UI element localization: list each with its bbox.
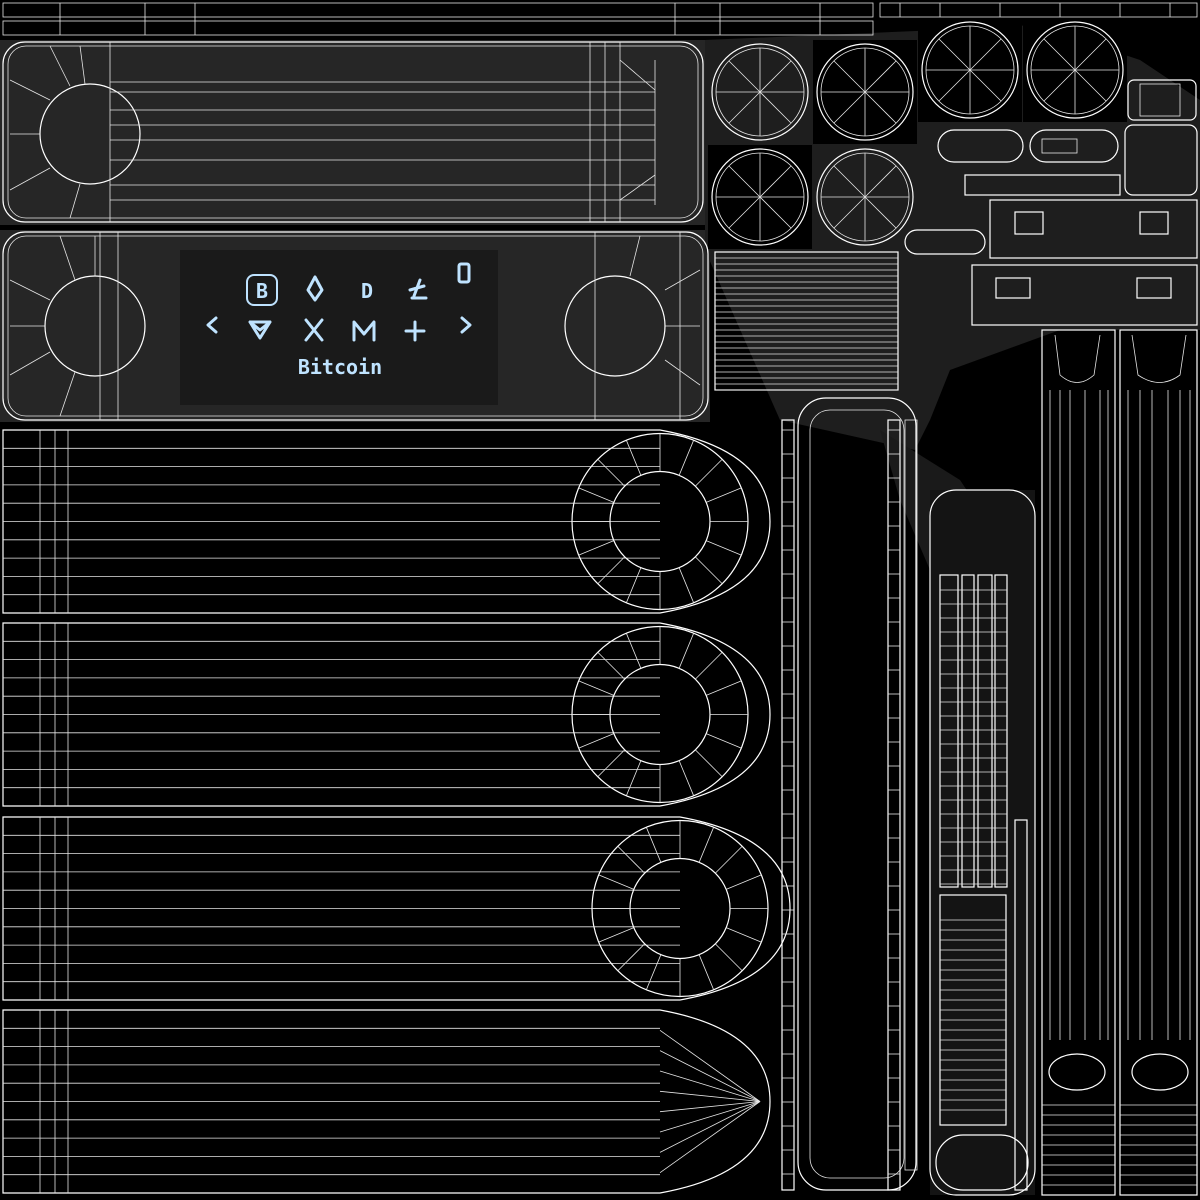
battery-icon [457,262,471,284]
long-panel-4 [2,1009,771,1194]
dogecoin-icon: D [361,279,373,303]
screen-panel-uv: B D Bitcoin [2,231,709,421]
texture-patches [0,20,1200,1195]
screen-icons: B D Bitcoin [206,262,472,379]
long-panel-2 [2,622,771,807]
frame-parts-uv [781,397,1036,1196]
disc-2 [813,40,917,144]
display-area [180,250,498,405]
front-panel-texture [0,40,705,225]
chevron-left-icon [206,316,218,334]
front-panel-uv [2,41,704,223]
litecoin-icon [408,278,428,300]
long-panel-3 [2,816,791,1001]
disc-4 [813,145,917,249]
top-strips [2,2,1198,36]
ripple-icon [304,318,324,342]
coin-label: Bitcoin [298,355,382,379]
bitcoin-icon-frame [246,274,278,306]
add-icon [404,320,426,342]
tron-icon [248,320,272,340]
side-strip-texture [930,490,1035,1195]
disc-5 [918,18,1022,122]
chevron-right-icon [460,316,472,334]
side-strips-uv [1041,329,1198,1196]
bitcoin-icon: B [256,279,268,303]
disc-1 [708,40,812,144]
long-panels [2,429,791,1194]
long-panel-1 [2,429,771,614]
ethereum-icon [306,275,324,302]
button-discs-uv [708,18,1127,249]
disc-6 [1023,18,1127,122]
small-parts-uv [904,79,1198,326]
monero-icon [352,320,376,342]
small-grid-panel [714,251,899,391]
disc-3 [708,145,812,249]
